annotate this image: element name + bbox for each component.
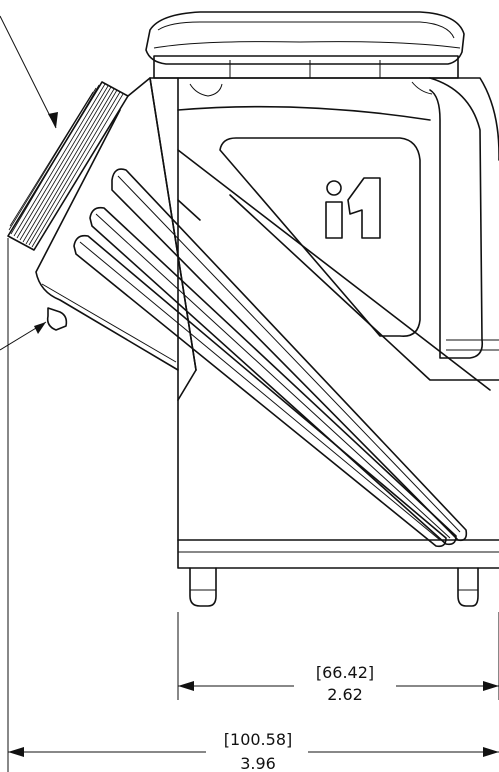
body-width-metric: [66.42] bbox=[316, 663, 374, 682]
leader-lines bbox=[0, 15, 58, 351]
overall-width-imperial: 3.96 bbox=[240, 754, 276, 772]
threaded-neck bbox=[7, 77, 197, 401]
i1-logo: i1 bbox=[325, 177, 381, 239]
main-body bbox=[149, 77, 499, 569]
top-cap bbox=[145, 11, 465, 79]
dimension-overall-width: [100.58] 3.96 bbox=[7, 238, 499, 772]
feet bbox=[189, 567, 479, 607]
body-width-imperial: 2.62 bbox=[327, 685, 363, 704]
dimension-body-width: [66.42] 2.62 bbox=[177, 612, 499, 704]
overall-width-metric: [100.58] bbox=[224, 730, 292, 749]
slotted-fins bbox=[73, 168, 468, 548]
